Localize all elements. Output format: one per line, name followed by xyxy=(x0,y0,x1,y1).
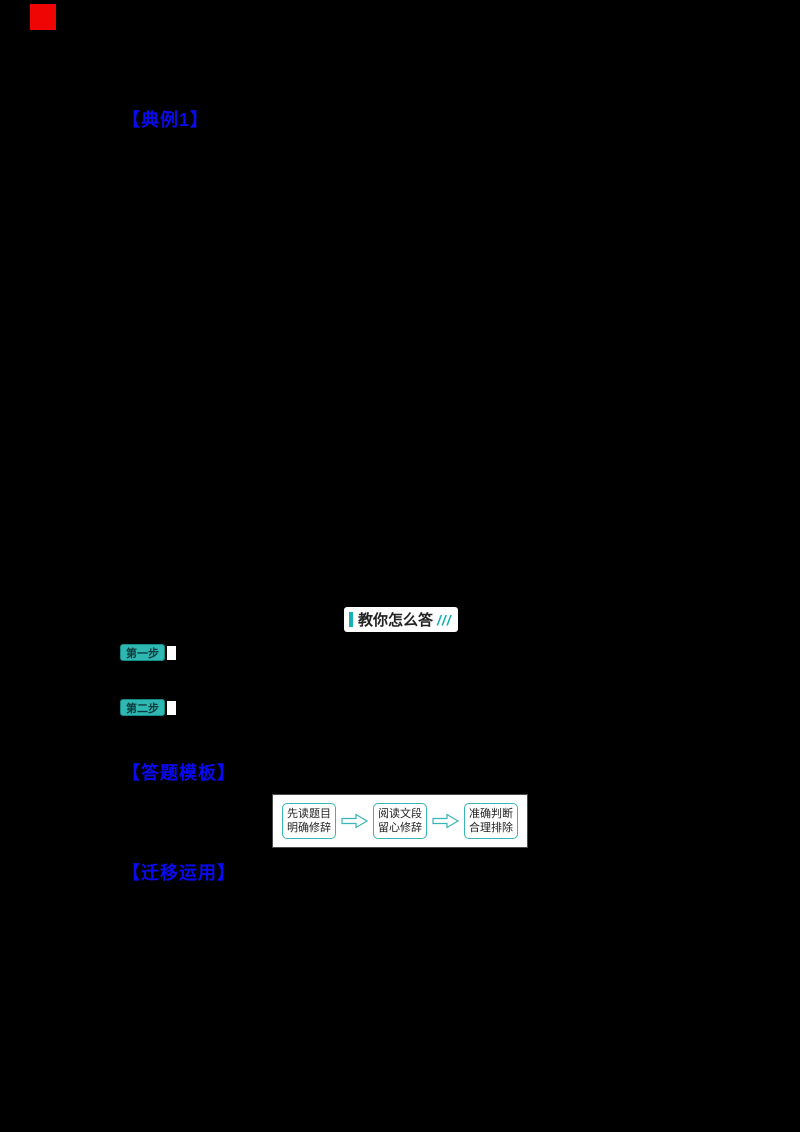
flow-step-1: 先读题目 明确修辞 xyxy=(282,802,336,840)
flow-step-3-line2: 合理排除 xyxy=(469,822,513,834)
flow-step-1-line2: 明确修辞 xyxy=(287,822,331,834)
flow-step-3-line1: 准确判断 xyxy=(469,807,513,820)
step-2-row: 第二步 xyxy=(120,699,176,716)
flow-step-2-line1: 阅读文段 xyxy=(378,807,422,820)
flow-step-2-line2: 留心修辞 xyxy=(378,822,422,834)
arrow-right-icon xyxy=(341,813,368,829)
arrow-right-icon xyxy=(432,813,459,829)
step-1-highlight-fragment xyxy=(167,645,176,660)
how-to-answer-banner: 教你怎么答 /// xyxy=(344,607,458,632)
red-square-marker xyxy=(30,4,56,30)
teal-bar-icon xyxy=(349,612,353,627)
heading-answer-template: 【答题模板】 xyxy=(122,763,236,783)
step-1-label: 第一步 xyxy=(120,644,165,661)
flow-step-2: 阅读文段 留心修辞 xyxy=(373,802,427,840)
decorative-slashes-icon: /// xyxy=(437,611,452,628)
step-2-highlight-fragment xyxy=(167,700,176,715)
step-1-row: 第一步 xyxy=(120,644,176,661)
flow-step-1-line1: 先读题目 xyxy=(287,807,331,820)
step-2-label: 第二步 xyxy=(120,699,165,716)
heading-transfer-practice: 【迁移运用】 xyxy=(122,863,236,883)
how-to-answer-title: 教你怎么答 xyxy=(358,612,434,629)
heading-example-1: 【典例1】 xyxy=(122,110,210,130)
answer-flowchart: 先读题目 明确修辞 阅读文段 留心修辞 准确判断 合理排除 xyxy=(272,794,528,848)
flow-step-3: 准确判断 合理排除 xyxy=(464,802,518,840)
